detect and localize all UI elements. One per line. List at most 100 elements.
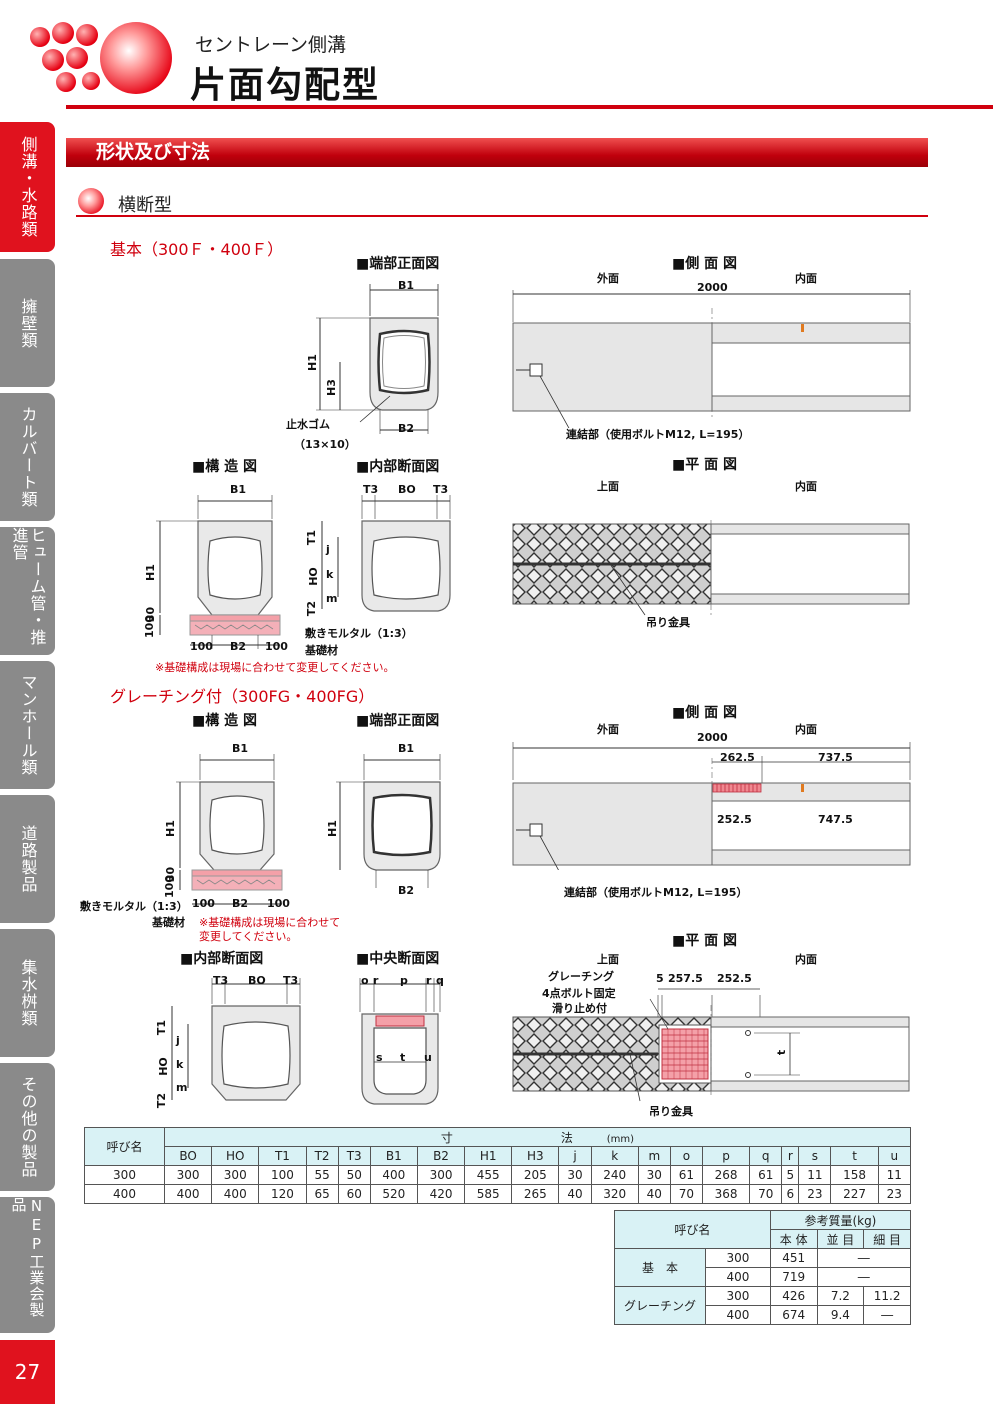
side-tab-4[interactable]: マンホール類 — [0, 661, 55, 789]
basic-st-100a: 100 — [190, 640, 213, 653]
grating-in-t3a: T3 — [213, 974, 229, 987]
dim-col-bo: BO — [163, 1146, 213, 1166]
basic-st-30: 30 — [144, 606, 158, 623]
basic-in-bo: BO — [398, 483, 416, 496]
basic-ef-h3: H3 — [324, 379, 338, 396]
dim-cell: 205 — [511, 1165, 560, 1185]
grating-side-drawing — [512, 742, 911, 870]
basic-joint: 連結部（使用ボルトM12, L=195） — [566, 428, 750, 441]
basic-in-m: m — [326, 592, 338, 605]
grating-c-q: q — [436, 974, 444, 987]
dim-cell: 61 — [749, 1165, 783, 1185]
grating-in-t1: T1 — [155, 1019, 169, 1036]
dim-cell: 158 — [830, 1165, 879, 1185]
basic-st-b2: B2 — [230, 640, 247, 653]
grating-c-p: p — [400, 974, 408, 987]
side-tab-2[interactable]: カルバート類 — [0, 393, 55, 521]
dim-cell: 100 — [258, 1165, 307, 1185]
dim-cell: 120 — [258, 1184, 307, 1204]
weight-table: 呼び名 参考質量(kg) 本 体 並 目 細 目 基 本 300 451 ― 4… — [614, 1210, 912, 1325]
grating-c-t: t — [400, 1051, 406, 1064]
wt-body: 451 — [769, 1248, 818, 1268]
dim-col-o: o — [669, 1146, 704, 1166]
side-tab-8[interactable]: NEP工業会製品 — [0, 1197, 55, 1333]
grating-in-m: m — [176, 1081, 188, 1094]
side-tab-3[interactable]: ヒューム管・推進管 — [0, 527, 55, 655]
basic-top-face: 上面 — [597, 480, 619, 493]
dim-cell: 455 — [464, 1165, 513, 1185]
dim-row-name: 300 — [84, 1165, 165, 1185]
grating-p5: 5 — [656, 972, 664, 985]
dim-unit: (mm) — [606, 1133, 635, 1145]
dim-col-t2: T2 — [305, 1146, 339, 1166]
basic-end-front-drawing — [316, 284, 439, 434]
grating-c-o: o — [361, 974, 369, 987]
grating-d1: 262.5 — [720, 751, 755, 764]
basic-inner-drawing — [321, 495, 451, 612]
dim-col-h3: H3 — [511, 1146, 560, 1166]
dim-col-m: m — [637, 1146, 671, 1166]
basic-in-t2: T2 — [305, 600, 319, 617]
grating-structure-title: ■構 造 図 — [192, 713, 257, 729]
grating-in-k: k — [176, 1058, 184, 1071]
grating-p257: 257.5 — [668, 972, 703, 985]
basic-in-k: k — [326, 568, 334, 581]
grating-c-r2: r — [426, 974, 432, 987]
dim-col-s: s — [798, 1146, 832, 1166]
wt-merged: ― — [816, 1267, 912, 1287]
basic-rubber: 止水ゴム — [286, 418, 330, 431]
basic-note: ※基礎構成は現場に合わせて変更してください。 — [155, 661, 395, 674]
dim-cell: 11 — [877, 1165, 912, 1185]
grating-d2: 737.5 — [818, 751, 853, 764]
dim-header-text: 寸 法 — [440, 1130, 573, 1145]
side-tab-6[interactable]: 集水桝類 — [0, 929, 55, 1057]
basic-plan-title: ■平 面 図 — [672, 457, 737, 473]
dim-col-k: k — [590, 1146, 639, 1166]
dim-cell: 420 — [416, 1184, 466, 1204]
basic-in-t3b: T3 — [433, 483, 449, 496]
grating-ef-h1: H1 — [325, 820, 339, 837]
grating-top-face: 上面 — [597, 953, 619, 966]
basic-in-j: j — [326, 543, 330, 556]
grating-plan-drawing — [512, 988, 910, 1102]
dim-cell: 227 — [830, 1184, 879, 1204]
dim-cell: 60 — [337, 1184, 371, 1204]
dim-cell: 5 — [781, 1165, 800, 1185]
dim-col-r: r — [781, 1146, 800, 1166]
basic-side-title: ■側 面 図 — [672, 256, 737, 272]
side-tab-7[interactable]: その他の製品 — [0, 1063, 55, 1191]
dim-cell: 400 — [211, 1184, 260, 1204]
dim-col-h1: H1 — [464, 1146, 513, 1166]
basic-inner-face2: 内面 — [795, 480, 817, 493]
grating-hook: 吊り金具 — [649, 1105, 693, 1118]
dim-cell: 320 — [590, 1184, 639, 1204]
wt-size: 300 — [705, 1286, 771, 1306]
table-row: グレーチング 300 426 7.2 11.2 — [614, 1286, 911, 1325]
grating-in-ho: HO — [156, 1057, 170, 1076]
grating-in-t3b: T3 — [283, 974, 299, 987]
wt-group-basic: 基 本 — [614, 1248, 706, 1287]
basic-base: 基礎材 — [305, 644, 338, 657]
side-tab-1[interactable]: 擁壁類 — [0, 259, 55, 387]
grating-in-bo: BO — [248, 974, 266, 987]
grating-bolt2: 滑り止め付 — [552, 1002, 607, 1015]
grating-ef-b1: B1 — [398, 742, 415, 755]
wt-col-nami: 並 目 — [816, 1229, 865, 1249]
basic-plan-drawing — [512, 520, 910, 616]
wt-group-grating: グレーチング — [614, 1286, 706, 1325]
section-bar: 形状及び寸法 — [66, 138, 928, 167]
grating-outer-face: 外面 — [597, 723, 619, 736]
grating-inner-drawing — [171, 978, 301, 1101]
page-title: 片面勾配型 — [190, 65, 381, 106]
dim-cell: 70 — [669, 1184, 704, 1204]
basic-st-100b: 100 — [265, 640, 288, 653]
dim-col-p: p — [701, 1146, 751, 1166]
grating-d4: 747.5 — [818, 813, 853, 826]
side-tab-0[interactable]: 側溝・水路類 — [0, 122, 55, 252]
basic-length: 2000 — [697, 281, 728, 294]
basic-outer-face: 外面 — [597, 272, 619, 285]
side-tab-5[interactable]: 道路製品 — [0, 795, 55, 923]
grating-plan-title: ■平 面 図 — [672, 933, 737, 949]
sub-heading: 横断型 — [118, 195, 172, 216]
basic-in-ho: HO — [306, 567, 320, 586]
